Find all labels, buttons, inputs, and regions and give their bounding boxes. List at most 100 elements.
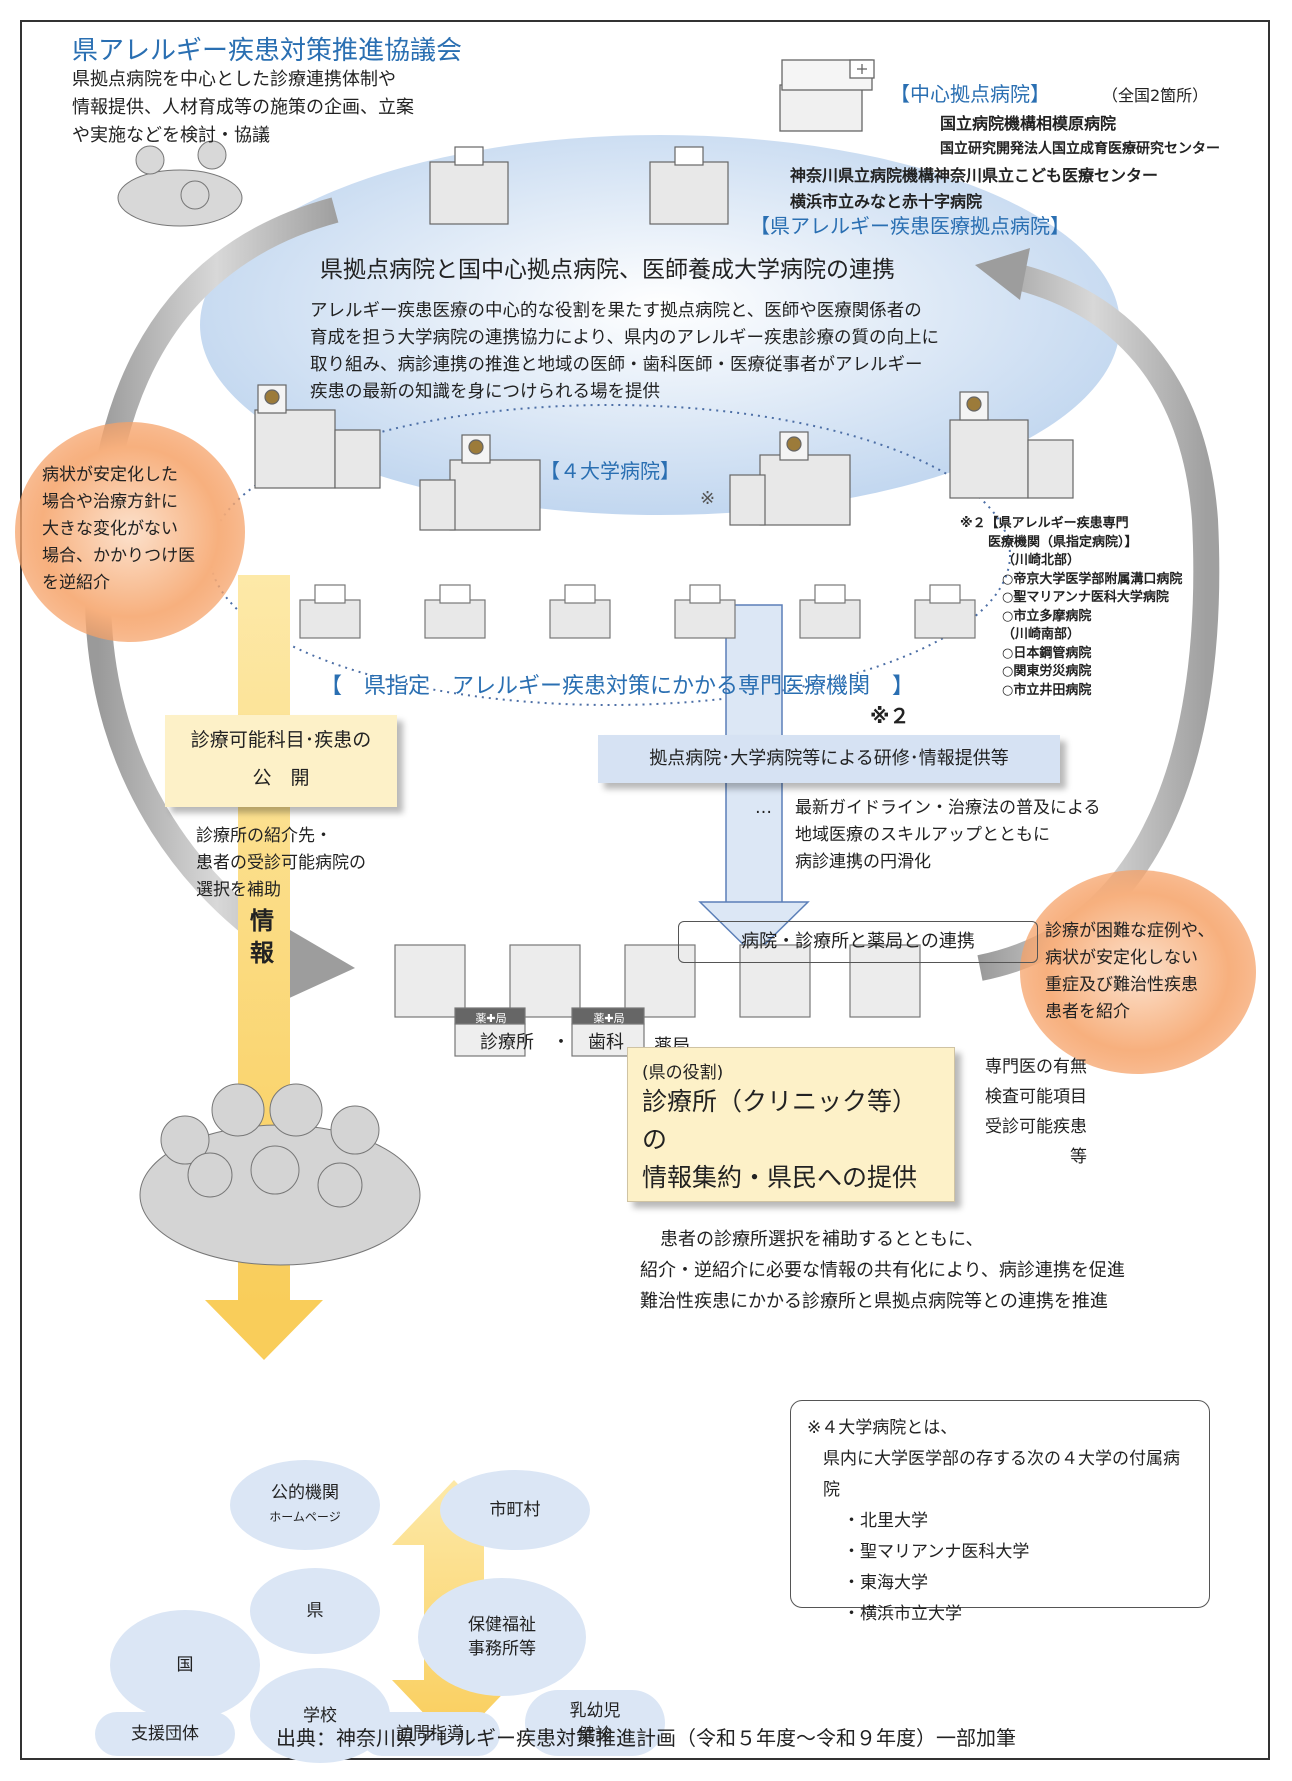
specialist-note: ※２【県アレルギー疾患専門 医療機関（県指定病院）】 （川崎北部） ○帝京大学医… xyxy=(960,515,1182,700)
pref-hospitals-label: 【県アレルギー疾患医療拠点病院】 xyxy=(750,214,1070,238)
pharmacy-sign: 薬✚局 xyxy=(475,1012,507,1025)
role-desc-line: 患者の診療所選択を補助するとともに、 xyxy=(660,1229,984,1250)
univ-note-item: ・横浜市立大学 xyxy=(843,1604,962,1624)
info-arrow-label: 情 報 xyxy=(250,905,274,969)
note-item: ○市立井田病院 xyxy=(1002,682,1092,698)
council-description: 県拠点病院を中心とした診療連携体制や 情報提供、人材育成等の施策の企画、立案 や… xyxy=(72,66,452,150)
cloud-label: 県 xyxy=(306,1601,324,1621)
clock-towers xyxy=(257,384,989,464)
cloud-label: 国 xyxy=(176,1655,194,1675)
cloud-health-office: 保健福祉事務所等 xyxy=(418,1578,586,1696)
note-item: ○聖マリアンナ医科大学病院 xyxy=(1002,590,1169,605)
university-note-box: ※４大学病院とは、 県内に大学医学部の存する次の４大学の付属病院 ・北里大学 ・… xyxy=(790,1400,1210,1624)
bubble-line: 大きな変化がない xyxy=(42,519,178,539)
role-list-item: 検査可能項目 xyxy=(985,1087,1087,1107)
bubble-line: 場合、かかりつけ医 xyxy=(42,546,196,566)
cloud-prefecture: 県 xyxy=(250,1568,380,1654)
cloud-label: 学校 xyxy=(303,1705,337,1726)
cloud-sublabel: ホームページ xyxy=(269,1510,341,1524)
left-bubble-text: 病状が安定化した 場合や治療方針に 大きな変化がない 場合、かかりつけ医 を逆紹… xyxy=(42,462,195,597)
cloud-label: 訪問指導 xyxy=(396,1724,464,1744)
pharmacy-sign: 薬✚局 xyxy=(593,1012,625,1025)
cloud-label: 健診 xyxy=(578,1725,612,1745)
role-desc-line: 難治性疾患にかかる診療所と県拠点病院等との連携を推進 xyxy=(640,1291,1108,1312)
cloud-infant-checkup: 乳幼児健診 xyxy=(525,1690,665,1756)
note-region: （川崎北部） xyxy=(1002,553,1081,568)
central-hospital-building xyxy=(779,59,875,132)
cloud-label: 公的機関 xyxy=(271,1483,339,1503)
linkage-line: アレルギー疾患医療の中心的な役割を果たす拠点病院と、医師や医療関係者の xyxy=(310,301,922,321)
note-item: ○関東労災病院 xyxy=(1002,664,1092,679)
univ-note-item: ・東海大学 xyxy=(843,1573,928,1593)
page-frame xyxy=(20,20,1270,1760)
univ-note-desc: 県内に大学医学部の存する次の４大学の付属病院 xyxy=(823,1449,1180,1500)
bubble-line: 診療が困難な症例や、 xyxy=(1045,921,1215,941)
council-title: 県アレルギー疾患対策推進協議会 xyxy=(72,36,463,66)
univ-note-title: ※４大学病院とは、 xyxy=(807,1418,958,1438)
training-arrow-head xyxy=(698,901,810,957)
cloud-public-agency: 公的機関ホームページ xyxy=(230,1460,380,1550)
pref-hospital-item: 横浜市立みなと赤十字病院 xyxy=(790,192,983,211)
note-region: （川崎南部） xyxy=(1002,627,1081,642)
role-list-item: 等 xyxy=(1070,1147,1087,1167)
bubble-line: 重症及び難治性疾患 xyxy=(1045,975,1198,995)
referral-line: 選択を補助 xyxy=(196,880,281,900)
specialist-ellipse xyxy=(209,404,1011,706)
role-list-item: 専門医の有無 xyxy=(985,1057,1087,1077)
clinic-buildings xyxy=(394,944,921,1018)
role-subtitle: (県の役割) xyxy=(642,1063,724,1083)
note-title: ※２【県アレルギー疾患専門 xyxy=(960,516,1129,531)
right-bubble xyxy=(1020,870,1256,1074)
bubble-line: 病状が安定化しない xyxy=(1045,948,1198,968)
cloud-support-group: 支援団体 xyxy=(95,1712,235,1756)
training-box: 拠点病院･大学病院等による研修･情報提供等 xyxy=(598,735,1060,783)
cloud-label: 保健福祉 xyxy=(468,1615,536,1635)
university-hospitals-label: 【４大学病院】 xyxy=(540,459,680,483)
role-main-line: 情報集約・県民への提供 xyxy=(642,1163,918,1192)
center-hospitals-count: （全国2箇所） xyxy=(1102,86,1209,105)
cloud-nation: 国 xyxy=(110,1610,260,1720)
publication-box: 診療可能科目･疾患の 公 開 xyxy=(165,715,397,807)
referral-help-text: 診療所の紹介先・ 患者の受診可能病院の 選択を補助 xyxy=(196,823,366,904)
univ-note-item: ・聖マリアンナ医科大学 xyxy=(843,1542,1030,1562)
center-hospital-item: 国立研究開発法人国立成育医療研究センター xyxy=(940,141,1220,157)
bubble-line: を逆紹介 xyxy=(42,573,110,593)
referral-line: 患者の受診可能病院の xyxy=(196,853,366,873)
specialist-hospitals xyxy=(299,584,976,639)
council-line: や実施などを検討・協議 xyxy=(72,125,270,146)
right-bubble-text: 診療が困難な症例や、 病状が安定化しない 重症及び難治性疾患 患者を紹介 xyxy=(1045,918,1215,1026)
source-caption: 出典：神奈川県アレルギー疾患対策推進計画（令和５年度～令和９年度）一部加筆 xyxy=(276,1726,1016,1750)
bubble-line: 場合や治療方針に xyxy=(42,492,178,512)
info-char: 情 xyxy=(250,907,274,935)
linkage-line: 育成を担う大学病院の連携協力により、県内のアレルギー疾患診療の質の向上に xyxy=(310,328,939,348)
bubble-line: 病状が安定化した xyxy=(42,465,178,485)
linkage-line: 疾患の最新の知識を身につけられる場を提供 xyxy=(310,382,660,402)
note-title: 医療機関（県指定病院）】 xyxy=(988,534,1138,550)
guideline-line: 地域医療のスキルアップとともに xyxy=(795,825,1050,845)
pharmacy-buildings xyxy=(454,1007,645,1057)
guideline-line: 病診連携の円滑化 xyxy=(795,852,931,872)
linkage-ellipse xyxy=(200,135,1120,515)
specialist-note-mark: ※２ xyxy=(870,704,910,728)
center-hospital-item: 国立病院機構相模原病院 xyxy=(940,114,1117,133)
note-item: ○帝京大学医学部附属溝口病院 xyxy=(1002,571,1183,587)
council-people xyxy=(117,140,243,227)
referral-line: 診療所の紹介先・ xyxy=(196,826,332,846)
info-arrow-head xyxy=(205,1300,323,1360)
linkage-title: 県拠点病院と国中心拠点病院、医師養成大学病院の連携 xyxy=(320,257,895,283)
hospital-buildings xyxy=(254,146,1074,531)
cloud-label: 事務所等 xyxy=(468,1639,536,1659)
cloud-label: 市町村 xyxy=(489,1500,541,1520)
center-hospitals-title: 【中心拠点病院】 xyxy=(890,82,1050,106)
info-char: 報 xyxy=(250,939,274,967)
council-line: 情報提供、人材育成等の施策の企画、立案 xyxy=(72,97,414,118)
role-desc-line: 紹介・逆紹介に必要な情報の共有化により、病診連携を促進 xyxy=(640,1260,1125,1281)
publication-line: 診療可能科目･疾患の xyxy=(190,729,372,751)
cloud-home-visit: 訪問指導 xyxy=(360,1712,500,1756)
citizens-group xyxy=(139,1083,421,1266)
role-main-line: 診療所（クリニック等）の xyxy=(642,1087,918,1154)
clinics-label: 診療所 ・ 歯科 xyxy=(480,1032,624,1053)
cloud-label: 乳幼児 xyxy=(569,1701,621,1721)
guideline-dots: … xyxy=(755,798,772,818)
cloud-label: 支援団体 xyxy=(131,1724,199,1744)
